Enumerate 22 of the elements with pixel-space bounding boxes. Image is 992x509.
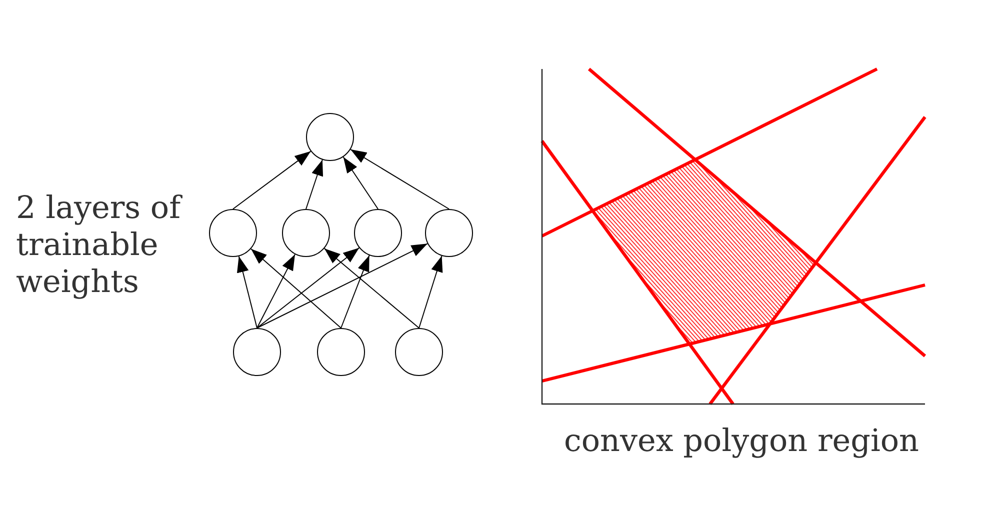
circle-node	[425, 209, 473, 257]
circle-node	[306, 113, 354, 161]
arrow	[342, 156, 378, 210]
arrow	[306, 159, 324, 210]
arrow	[324, 248, 420, 328]
arrow	[232, 150, 312, 210]
circle-node	[354, 209, 402, 257]
arrow	[350, 148, 450, 210]
arrow	[256, 243, 428, 328]
circle-node	[317, 328, 365, 376]
annotation-text: 2 layers of trainable weights	[16, 190, 184, 301]
arrow	[256, 254, 296, 328]
arrow	[250, 248, 342, 328]
circle-node	[209, 209, 257, 257]
arrow	[236, 256, 258, 328]
circle-node	[233, 328, 281, 376]
circle-node	[395, 328, 443, 376]
arrow	[340, 254, 370, 328]
arrow	[256, 247, 360, 328]
caption-text: convex polygon region	[564, 423, 920, 460]
circle-node	[282, 209, 330, 257]
arrow	[418, 255, 443, 328]
